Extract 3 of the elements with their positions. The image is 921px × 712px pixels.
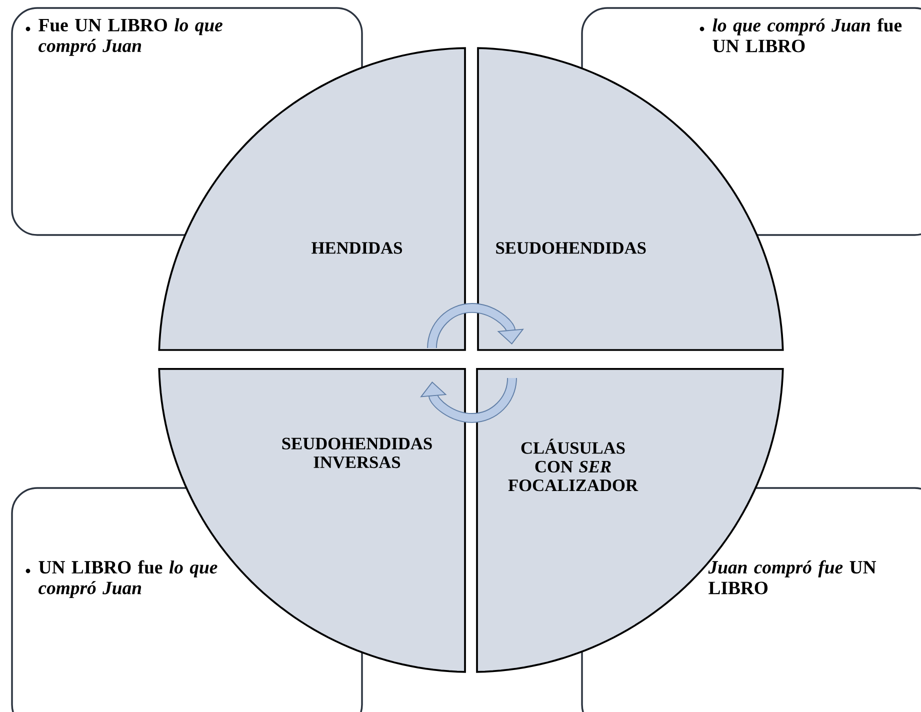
quadrant: HENDIDAS [158,47,466,351]
cycle-arrow [420,378,517,423]
cycle-arrow [427,303,524,348]
